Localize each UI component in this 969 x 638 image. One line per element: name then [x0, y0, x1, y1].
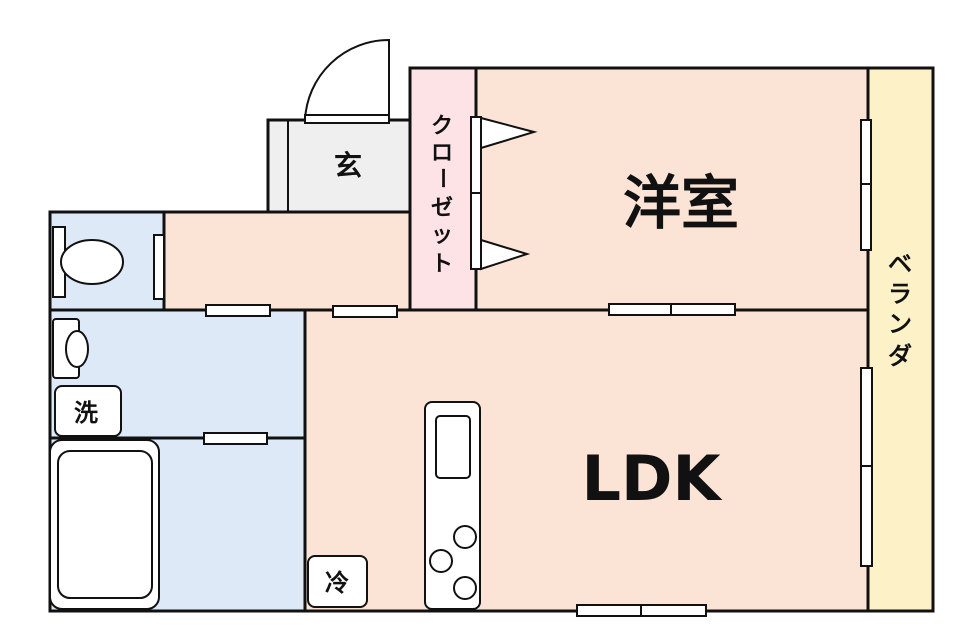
closet-door-swing [480, 116, 538, 271]
svg-text:ダ: ダ [888, 342, 912, 370]
svg-text:ン: ン [888, 310, 912, 338]
svg-text:ロ: ロ [431, 141, 453, 166]
kitchen-sink [435, 415, 471, 479]
toilet-door [153, 234, 165, 300]
entrance-area [268, 120, 410, 212]
wash-basin [52, 318, 89, 379]
western-window-upper [860, 119, 872, 185]
ldk-area [305, 310, 868, 611]
western-window-lower [860, 183, 872, 251]
bathtub [49, 439, 160, 610]
svg-text:ラ: ラ [888, 280, 912, 308]
closet-area [410, 68, 476, 310]
hallway-area [164, 212, 410, 310]
western-room-door-left [608, 303, 672, 316]
washroom-door [205, 304, 271, 317]
fridge-label: 冷 [325, 569, 349, 597]
western-room-area [476, 68, 868, 310]
stove-burner [453, 525, 477, 549]
ldk-window-upper [860, 367, 873, 467]
ldk-door [332, 305, 398, 318]
kitchen-counter [424, 401, 481, 610]
stove-burner [453, 576, 477, 600]
western-room-door-right [670, 303, 736, 316]
entrance-label: 玄 [334, 149, 362, 182]
svg-text:ベ: ベ [888, 250, 912, 278]
svg-text:ク: ク [431, 114, 453, 139]
bathroom-door [203, 432, 268, 445]
western-room-label: 洋室 [623, 169, 739, 237]
closet-label: ク ロ ー ゼ ッ ト [429, 114, 454, 277]
bottom-window-right [640, 604, 707, 617]
ldk-label: LDK [581, 442, 722, 515]
balcony-area [868, 68, 933, 611]
fridge: 冷 [307, 555, 368, 608]
washer-label: 洗 [74, 399, 98, 427]
washer: 洗 [54, 385, 122, 437]
svg-text:ー: ー [429, 167, 454, 189]
front-door [304, 38, 390, 124]
svg-text:ッ: ッ [431, 223, 453, 248]
stove-burner [429, 549, 453, 573]
closet-door-lower [470, 192, 482, 270]
bottom-window-left [576, 604, 642, 617]
balcony-label: ベ ラ ン ダ [888, 250, 912, 370]
toilet-bowl [60, 239, 124, 285]
door-openings [52, 116, 873, 617]
svg-text:ゼ: ゼ [431, 196, 453, 221]
closet-door-upper [470, 116, 482, 194]
svg-text:ト: ト [431, 252, 453, 277]
ldk-window-lower [860, 465, 873, 567]
